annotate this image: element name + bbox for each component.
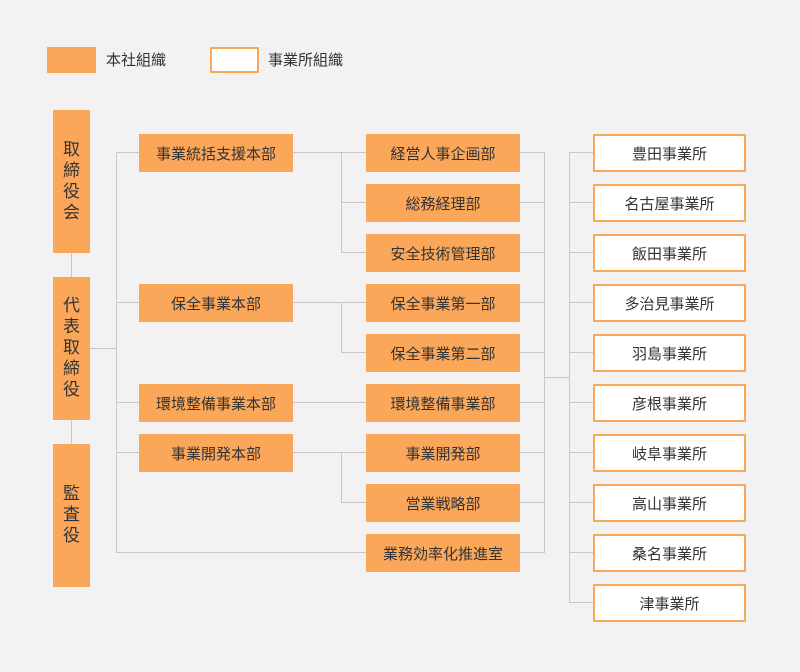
- dept-maintenance-1: 保全事業第一部: [366, 284, 520, 322]
- hq-business-development: 事業開発本部: [139, 434, 293, 472]
- dept-environment: 環境整備事業部: [366, 384, 520, 422]
- ceo-char: 代: [63, 296, 80, 316]
- ceo-char: 役: [63, 380, 80, 400]
- office-hashima: 羽島事業所: [593, 334, 746, 372]
- hq-maintenance: 保全事業本部: [139, 284, 293, 322]
- legend-hq-swatch: [47, 47, 96, 73]
- office-takayama: 高山事業所: [593, 484, 746, 522]
- auditor-char: 査: [63, 505, 80, 525]
- office-toyota: 豊田事業所: [593, 134, 746, 172]
- auditor-char: 役: [63, 526, 80, 546]
- board-char: 取: [63, 139, 80, 160]
- board-char: 会: [63, 202, 80, 223]
- dept-general-accounting: 総務経理部: [366, 184, 520, 222]
- dept-management-planning: 経営人事企画部: [366, 134, 520, 172]
- board-of-directors-box: 取 締 役 会: [53, 110, 90, 253]
- office-tsu: 津事業所: [593, 584, 746, 622]
- representative-director-box: 代 表 取 締 役: [53, 277, 90, 420]
- dept-sales-strategy: 営業戦略部: [366, 484, 520, 522]
- hq-business-support: 事業統括支援本部: [139, 134, 293, 172]
- board-char: 締: [63, 160, 80, 181]
- office-tajimi: 多治見事業所: [593, 284, 746, 322]
- board-char: 役: [63, 181, 80, 202]
- office-nagoya: 名古屋事業所: [593, 184, 746, 222]
- office-hikone: 彦根事業所: [593, 384, 746, 422]
- dept-safety-technology: 安全技術管理部: [366, 234, 520, 272]
- ceo-char: 表: [63, 317, 80, 337]
- dept-business-development: 事業開発部: [366, 434, 520, 472]
- dept-efficiency-office: 業務効率化推進室: [366, 534, 520, 572]
- office-gifu: 岐阜事業所: [593, 434, 746, 472]
- ceo-char: 取: [63, 338, 80, 358]
- office-iida: 飯田事業所: [593, 234, 746, 272]
- hq-environment: 環境整備事業本部: [139, 384, 293, 422]
- ceo-char: 締: [63, 359, 80, 379]
- auditor-char: 監: [63, 484, 80, 504]
- legend-office-swatch: [210, 47, 259, 73]
- dept-maintenance-2: 保全事業第二部: [366, 334, 520, 372]
- office-kuwana: 桑名事業所: [593, 534, 746, 572]
- legend-hq-label: 本社組織: [106, 51, 167, 69]
- auditor-box: 監 査 役: [53, 444, 90, 587]
- legend-office-label: 事業所組織: [268, 51, 344, 69]
